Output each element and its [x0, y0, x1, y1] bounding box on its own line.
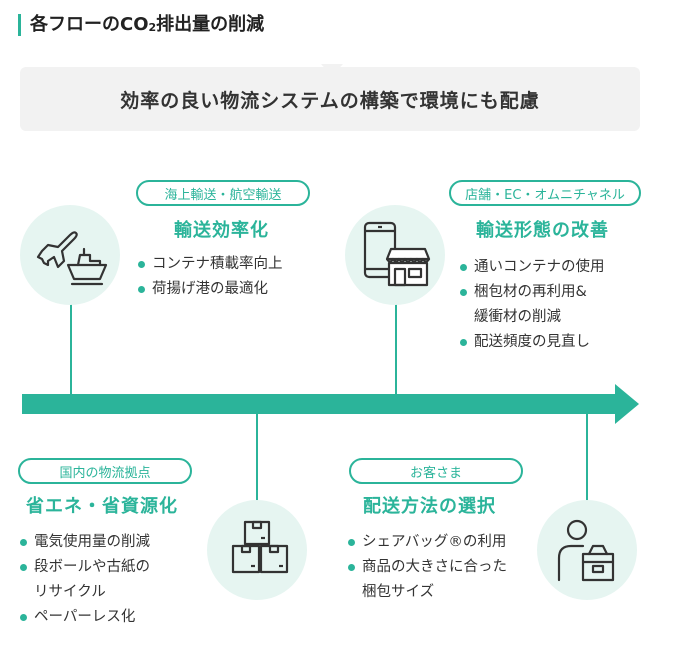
icon-circle-transport	[20, 205, 120, 305]
icon-circle-customer	[537, 500, 637, 600]
airplane-ship-icon	[36, 231, 108, 286]
banner: 効率の良い物流システムの構築で環境にも配慮	[20, 67, 640, 131]
bullet-list-delivery-format: 通いコンテナの使用 梱包材の再利用&緩衝材の削減 配送頻度の見直し	[458, 255, 605, 355]
list-item: 梱包材の再利用&緩衝材の削減	[458, 280, 605, 330]
list-item: 段ボールや古紙のリサイクル	[18, 555, 150, 605]
list-item: 電気使用量の削減	[18, 530, 150, 555]
list-item: ペーパーレス化	[18, 605, 150, 630]
list-item: 荷揚げ港の最適化	[136, 277, 283, 302]
list-item: コンテナ積載率向上	[136, 252, 283, 277]
page-title: 各フローのCO2排出量の削減	[30, 14, 265, 35]
heading-transport: 輸送効率化	[174, 220, 269, 241]
title-accent-bar	[18, 14, 21, 36]
connector-line-delivery-format	[395, 300, 397, 396]
tag-pill-customer: お客さま	[349, 458, 523, 484]
heading-logistics-base: 省エネ・省資源化	[26, 496, 178, 517]
tag-pill-transport: 海上輸送・航空輸送	[136, 180, 310, 206]
heading-customer: 配送方法の選択	[363, 496, 496, 517]
banner-pointer	[321, 64, 343, 76]
timeline-arrow-shaft	[22, 394, 617, 414]
list-item: シェアバッグ®の利用	[346, 530, 507, 555]
list-item: 商品の大きさに合った梱包サイズ	[346, 555, 507, 605]
bullet-list-transport: コンテナ積載率向上 荷揚げ港の最適化	[136, 252, 283, 302]
timeline-arrow-head	[615, 384, 639, 424]
list-item: 配送頻度の見直し	[458, 330, 605, 355]
person-package-icon	[557, 519, 615, 582]
connector-line-transport	[70, 300, 72, 396]
tag-pill-delivery-format: 店舗・EC・オムニチャネル	[449, 180, 641, 206]
tag-pill-logistics-base: 国内の物流拠点	[18, 458, 192, 484]
bullet-list-logistics-base: 電気使用量の削減 段ボールや古紙のリサイクル ペーパーレス化	[18, 530, 150, 630]
icon-circle-logistics-base	[207, 500, 307, 600]
connector-line-logistics-base	[256, 412, 258, 502]
list-item: 通いコンテナの使用	[458, 255, 605, 280]
heading-delivery-format: 輸送形態の改善	[476, 220, 609, 241]
cardboard-boxes-icon	[231, 520, 289, 574]
icon-circle-delivery-format	[345, 205, 445, 305]
connector-line-customer	[586, 412, 588, 502]
smartphone-store-icon	[363, 221, 431, 287]
bullet-list-customer: シェアバッグ®の利用 商品の大きさに合った梱包サイズ	[346, 530, 507, 605]
banner-text: 効率の良い物流システムの構築で環境にも配慮	[120, 89, 540, 112]
